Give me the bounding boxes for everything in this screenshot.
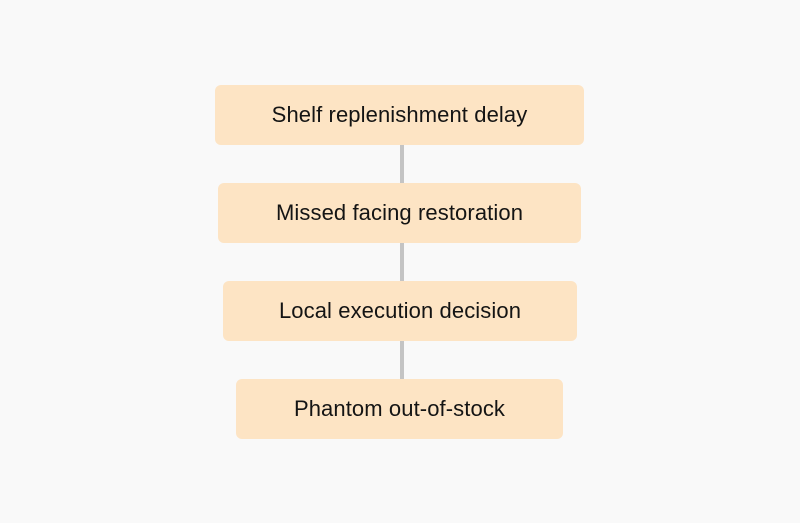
connector-3-4 <box>400 341 404 379</box>
node-local-execution-decision: Local execution decision <box>223 281 577 341</box>
connector-1-2 <box>400 145 404 183</box>
node-label: Phantom out-of-stock <box>293 396 506 421</box>
node-label: Missed facing restoration <box>275 200 524 225</box>
node-shelf-replenishment-delay: Shelf replenishment delay <box>215 85 584 145</box>
node-missed-facing-restoration: Missed facing restoration <box>218 183 581 243</box>
node-label: Shelf replenishment delay <box>271 102 528 127</box>
node-label: Local execution decision <box>278 298 522 323</box>
connector-2-3 <box>400 243 404 281</box>
node-phantom-out-of-stock: Phantom out-of-stock <box>236 379 563 439</box>
